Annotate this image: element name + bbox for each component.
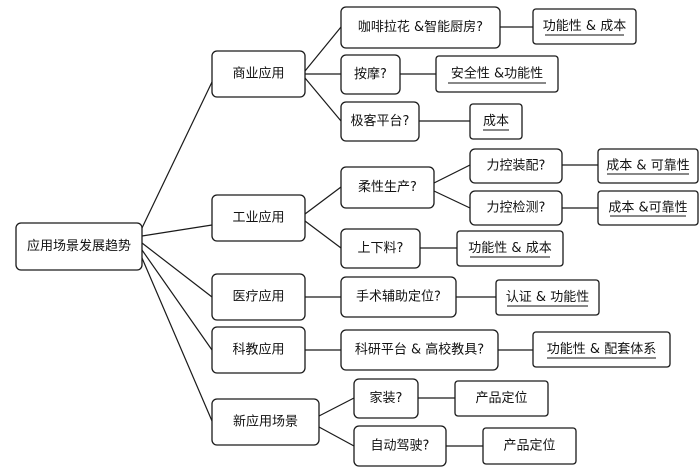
connector-new-driving bbox=[318, 426, 355, 447]
connector-industrial-flexible bbox=[304, 186, 342, 215]
item-loading: 上下料? bbox=[340, 228, 421, 269]
category-education: 科教应用 bbox=[211, 326, 306, 374]
connector-flexible-assembly bbox=[433, 164, 471, 184]
connector-commercial-geek bbox=[304, 77, 342, 122]
connector-new-home bbox=[318, 397, 355, 417]
item-assembly: 力控装配? bbox=[469, 148, 563, 184]
focus-loading: 功能性 & 成本 bbox=[456, 230, 564, 267]
focus-driving-label: 产品定位 bbox=[503, 439, 555, 454]
focus-geek-label: 成本 bbox=[483, 114, 509, 129]
item-research-label: 科研平台 & 高校教具? bbox=[355, 342, 484, 358]
category-new: 新应用场景 bbox=[211, 398, 320, 446]
connector-flexible-inspection bbox=[433, 190, 471, 209]
category-commercial: 商业应用 bbox=[211, 50, 306, 98]
item-geek: 极客平台? bbox=[340, 101, 420, 142]
item-geek-label: 极客平台? bbox=[351, 113, 410, 129]
focus-massage-label: 安全性 &功能性 bbox=[451, 66, 543, 82]
item-surgery-label: 手术辅助定位? bbox=[356, 290, 441, 305]
item-massage-label: 按摩? bbox=[354, 66, 387, 82]
focus-driving: 产品定位 bbox=[482, 427, 577, 465]
item-driving-label: 自动驾驶? bbox=[371, 439, 430, 454]
item-research: 科研平台 & 高校教具? bbox=[340, 329, 499, 371]
focus-inspection-label: 成本 &可靠性 bbox=[608, 201, 687, 216]
item-inspection-label: 力控检测? bbox=[487, 201, 546, 216]
focus-massage: 安全性 &功能性 bbox=[435, 55, 559, 93]
category-medical: 医疗应用 bbox=[211, 273, 306, 321]
item-home-label: 家装? bbox=[370, 390, 403, 406]
item-flexible-label: 柔性生产? bbox=[358, 180, 417, 195]
focus-home: 产品定位 bbox=[454, 380, 549, 417]
item-coffee-label: 咖啡拉花 &智能厨房? bbox=[358, 19, 483, 35]
item-inspection: 力控检测? bbox=[469, 190, 563, 226]
category-industrial-label: 工业应用 bbox=[232, 210, 284, 226]
connector-commercial-coffee bbox=[304, 26, 342, 72]
focus-research: 功能性 & 配套体系 bbox=[532, 331, 671, 368]
connector-root-education bbox=[141, 249, 213, 351]
root-node: 应用场景发展趋势 bbox=[15, 222, 143, 271]
focus-assembly-label: 成本 & 可靠性 bbox=[606, 159, 689, 174]
item-coffee: 咖啡拉花 &智能厨房? bbox=[340, 6, 501, 49]
category-industrial: 工业应用 bbox=[211, 194, 306, 242]
category-education-label: 科教应用 bbox=[232, 342, 284, 358]
item-massage: 按摩? bbox=[340, 54, 401, 95]
focus-coffee: 功能性 & 成本 bbox=[532, 8, 637, 45]
connector-root-commercial bbox=[141, 81, 213, 229]
item-flexible: 柔性生产? bbox=[340, 166, 435, 209]
focus-surgery: 认证 & 功能性 bbox=[495, 279, 600, 316]
focus-research-label: 功能性 & 配套体系 bbox=[547, 341, 656, 357]
item-surgery: 手术辅助定位? bbox=[340, 276, 457, 318]
category-new-label: 新应用场景 bbox=[233, 414, 298, 430]
item-home: 家装? bbox=[353, 378, 419, 419]
focus-coffee-label: 功能性 & 成本 bbox=[543, 19, 626, 34]
item-loading-label: 上下料? bbox=[358, 241, 404, 256]
focus-home-label: 产品定位 bbox=[475, 391, 527, 406]
item-driving: 自动驾驶? bbox=[353, 425, 447, 467]
focus-geek: 成本 bbox=[469, 103, 523, 140]
connector-industrial-loading bbox=[304, 220, 342, 249]
focus-surgery-label: 认证 & 功能性 bbox=[506, 290, 589, 305]
item-assembly-label: 力控装配? bbox=[487, 159, 546, 174]
connector-root-new bbox=[141, 257, 213, 422]
category-commercial-label: 商业应用 bbox=[232, 66, 284, 82]
root-label: 应用场景发展趋势 bbox=[27, 238, 131, 254]
category-medical-label: 医疗应用 bbox=[232, 289, 284, 305]
focus-assembly: 成本 & 可靠性 bbox=[597, 148, 699, 184]
connector-root-industrial bbox=[141, 224, 213, 237]
focus-inspection: 成本 &可靠性 bbox=[597, 190, 699, 226]
connectors bbox=[141, 26, 598, 447]
connector-root-medical bbox=[141, 242, 213, 298]
focus-loading-label: 功能性 & 成本 bbox=[468, 241, 551, 256]
